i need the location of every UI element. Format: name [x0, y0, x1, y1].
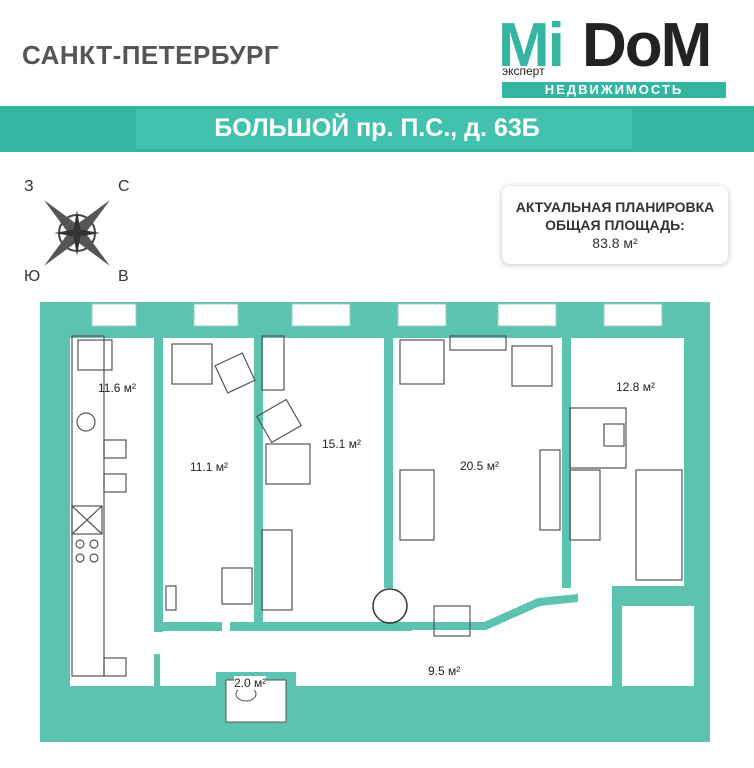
address-title: БОЛЬШОЙ пр. П.С., д. 63Б [214, 114, 540, 142]
compass-west-label: З [24, 178, 34, 195]
room-area-room4: 12.8 м² [616, 380, 655, 394]
windows [91, 303, 663, 327]
total-area-card: АКТУАЛЬНАЯ ПЛАНИРОВКА ОБЩАЯ ПЛОЩАДЬ: 83.… [502, 186, 728, 264]
compass-east-label: В [118, 268, 129, 285]
logo-bar: НЕДВИЖИМОСТЬ [502, 82, 726, 98]
logo-expert: эксперт [502, 64, 545, 78]
compass-north-label: С [118, 178, 130, 195]
info-line2: ОБЩАЯ ПЛОЩАДЬ: [545, 217, 685, 233]
kitchen-furniture [71, 335, 127, 677]
room-area-hall: 9.5 м² [428, 664, 461, 678]
city-title: САНКТ-ПЕТЕРБУРГ [22, 40, 280, 70]
compass-rose-icon [44, 200, 110, 266]
midom-logo: Mi DoM эксперт НЕДВИЖИМОСТЬ [498, 11, 730, 100]
interior-walls [154, 330, 571, 722]
room-area-room3: 20.5 м² [460, 459, 499, 473]
info-line1: АКТУАЛЬНАЯ ПЛАНИРОВКА [515, 199, 715, 215]
room-area-wc: 2.0 м² [234, 676, 267, 690]
logo-dom: DoM [582, 11, 712, 80]
outer-walls [40, 302, 710, 742]
address-band-highlight [136, 109, 632, 149]
room-area-kitchen: 11.6 м² [98, 381, 137, 395]
room-area-room2: 15.1 м² [322, 437, 361, 451]
info-area: 83.8 м² [592, 235, 638, 251]
logo-mi: Mi [498, 11, 565, 80]
room-furniture [165, 335, 683, 637]
room-area-room1: 11.1 м² [190, 460, 229, 474]
compass-south-label: Ю [24, 268, 41, 285]
